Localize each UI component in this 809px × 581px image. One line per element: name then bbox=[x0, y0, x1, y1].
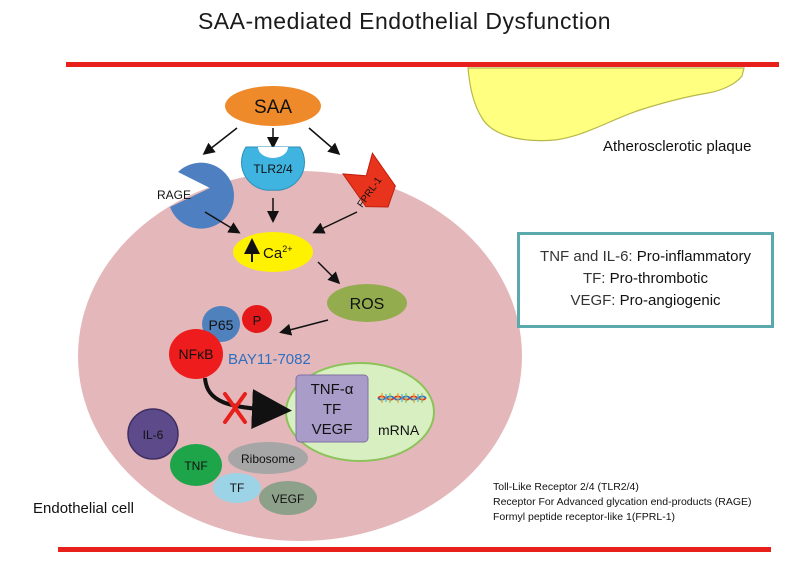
page-title: SAA-mediated Endothelial Dysfunction bbox=[197, 8, 612, 34]
cell-label: Endothelial cell bbox=[33, 500, 134, 517]
arrow-nfkb-to-nucleus bbox=[203, 377, 292, 429]
abbreviations-list: Toll-Like Receptor 2/4 (TLR2/4) Receptor… bbox=[493, 480, 752, 525]
legend-row-thrombotic: TF: Pro-thrombotic bbox=[520, 268, 771, 290]
saa-label: SAA bbox=[254, 97, 292, 118]
tf-node bbox=[213, 473, 261, 503]
il6-node bbox=[127, 408, 179, 460]
fprl-receptor-shape bbox=[341, 152, 396, 208]
ribosome-node bbox=[228, 442, 308, 474]
vegf-node bbox=[259, 481, 317, 515]
legend-row-angiogenic: VEGF: Pro-angiogenic bbox=[520, 290, 771, 312]
tnf-node bbox=[170, 444, 222, 486]
legend-row-inflammatory: TNF and IL-6: Pro-inflammatory bbox=[520, 246, 771, 268]
gene-box bbox=[295, 374, 369, 443]
phosphate-label: P bbox=[253, 313, 262, 328]
inhibition-x-icon bbox=[223, 392, 247, 424]
rage-label: RAGE bbox=[157, 188, 191, 202]
ros-label: ROS bbox=[350, 296, 385, 313]
atherosclerotic-plaque-shape bbox=[467, 67, 745, 142]
p65-label: P65 bbox=[209, 317, 234, 333]
il6-label: IL-6 bbox=[143, 428, 164, 442]
gene-box-line-1: TNF-α bbox=[311, 381, 354, 398]
mrna-helix-icon bbox=[377, 393, 427, 403]
gene-box-line-2: TF bbox=[323, 401, 341, 418]
nfkb-label: NFκB bbox=[179, 346, 214, 362]
bay-label: BAY11-7082 bbox=[228, 351, 311, 368]
arrow-saa-to-rage bbox=[202, 127, 238, 155]
mrna-label: mRNA bbox=[378, 422, 420, 438]
calcium-base: Ca bbox=[263, 245, 283, 262]
legend-value: Pro-thrombotic bbox=[609, 270, 709, 287]
ribosome-label: Ribosome bbox=[241, 452, 295, 466]
abbreviation-item: Formyl peptide receptor-like 1(FPRL-1) bbox=[493, 511, 676, 523]
arrow-ros-to-p65 bbox=[279, 319, 329, 336]
abbreviation-item: Receptor For Advanced glycation end-prod… bbox=[493, 496, 752, 508]
legend-value: Pro-angiogenic bbox=[619, 292, 721, 309]
vegf-label: VEGF bbox=[272, 492, 305, 506]
phosphate-node bbox=[242, 305, 272, 333]
rage-receptor-shape bbox=[170, 162, 234, 229]
legend-key: TNF and IL-6: bbox=[540, 248, 637, 265]
ros-node bbox=[327, 284, 407, 322]
tlr-receptor-shape bbox=[241, 146, 305, 191]
abbreviation-item: Toll-Like Receptor 2/4 (TLR2/4) bbox=[493, 481, 639, 493]
tlr-label: TLR2/4 bbox=[253, 162, 293, 176]
function-legend-box: TNF and IL-6: Pro-inflammatory TF: Pro-t… bbox=[517, 232, 774, 328]
saa-node bbox=[225, 86, 321, 126]
plaque-label: Atherosclerotic plaque bbox=[603, 138, 752, 155]
legend-value: Pro-inflammatory bbox=[636, 248, 751, 265]
legend-key: TF: bbox=[582, 270, 610, 287]
tlr-receptor-notch bbox=[258, 147, 288, 158]
top-red-bar bbox=[66, 62, 779, 67]
tf-label: TF bbox=[230, 481, 245, 495]
gene-box-line-3: VEGF bbox=[312, 421, 353, 438]
arrow-ca-to-ros bbox=[317, 261, 341, 285]
nfkb-node bbox=[169, 329, 223, 379]
tnf-label: TNF bbox=[184, 459, 207, 473]
bottom-red-bar bbox=[58, 547, 771, 552]
p65-node bbox=[202, 306, 240, 342]
arrow-rage-to-ca bbox=[204, 211, 241, 234]
arrow-saa-to-fprl bbox=[308, 127, 341, 155]
arrow-fprl-to-ca bbox=[312, 211, 358, 234]
calcium-superscript: 2+ bbox=[282, 244, 292, 254]
legend-key: VEGF: bbox=[570, 292, 620, 309]
calcium-label: Ca2+ bbox=[263, 244, 292, 262]
